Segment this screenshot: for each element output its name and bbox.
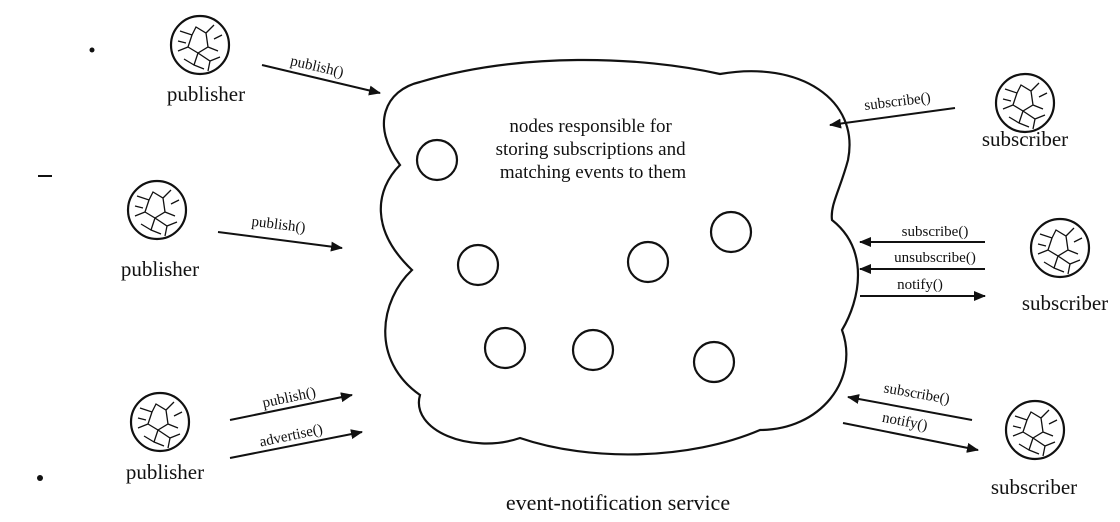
subscriber-3: subscriber subscribe() notify(): [842, 380, 1077, 499]
call-label: subscribe(): [902, 224, 969, 240]
call-label: notify(): [881, 410, 929, 434]
scan-mark: [89, 47, 95, 53]
globe-icon: [1004, 399, 1066, 461]
publisher-label: publisher: [126, 460, 204, 484]
globe-icon: [126, 179, 188, 241]
subscriber-1: subscriber subscribe(): [829, 72, 1068, 151]
subscribe-arrow: [847, 394, 973, 421]
globe-icon: [994, 72, 1056, 134]
broker-node: [709, 210, 753, 254]
publisher-1: publisher publish(): [167, 14, 381, 106]
call-label: unsubscribe(): [894, 250, 976, 266]
broker-node: [483, 326, 527, 370]
subscriber-2: subscriber subscribe() unsubscribe() not…: [859, 217, 1108, 315]
broker-node: [415, 138, 459, 182]
publisher-2: publisher publish(): [121, 179, 343, 281]
call-label: publish(): [289, 53, 345, 81]
node-caption-line: matching events to them: [500, 162, 686, 183]
publisher-3: publisher publish() advertise(): [126, 385, 363, 484]
service-title: event-notification service: [506, 490, 730, 515]
publish-arrow: [229, 392, 353, 421]
globe-icon: [129, 391, 191, 453]
publisher-label: publisher: [167, 82, 245, 106]
broker-nodes: [415, 138, 753, 384]
publish-arrow: [261, 64, 381, 96]
node-caption-line: nodes responsible for: [509, 116, 672, 137]
call-label: subscribe(): [863, 90, 931, 114]
broker-node: [571, 328, 615, 372]
advertise-arrow: [229, 429, 363, 459]
publisher-label: publisher: [121, 257, 199, 281]
subscriber-label: subscriber: [991, 475, 1077, 499]
node-caption-line: storing subscriptions and: [496, 139, 686, 160]
subscriber-label: subscriber: [982, 127, 1068, 151]
broker-node: [626, 240, 670, 284]
scan-mark: [37, 475, 43, 481]
call-label: publish(): [251, 214, 307, 236]
broker-node: [456, 243, 500, 287]
globe-icon: [169, 14, 231, 76]
node-caption: nodes responsible for storing subscripti…: [496, 116, 691, 183]
broker-node: [692, 340, 736, 384]
call-label: subscribe(): [882, 380, 950, 407]
subscriber-label: subscriber: [1022, 291, 1108, 315]
globe-icon: [1029, 217, 1091, 279]
publish-arrow: [217, 231, 343, 252]
subscribe-arrow: [829, 107, 956, 129]
call-label: notify(): [897, 277, 943, 293]
notify-arrow: [842, 422, 979, 453]
